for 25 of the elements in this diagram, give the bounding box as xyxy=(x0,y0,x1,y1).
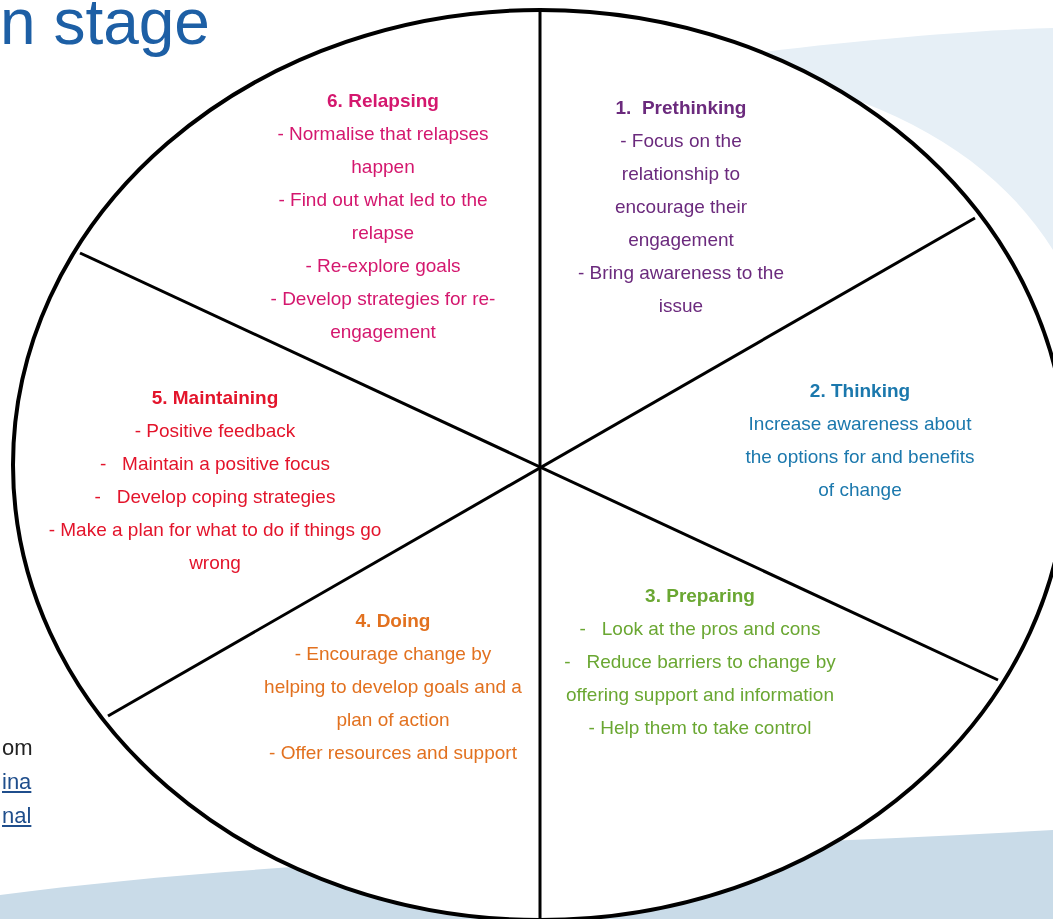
stage-point: - Bring awareness to the issue xyxy=(577,261,785,318)
stage-heading: 4. Doing xyxy=(355,609,431,633)
stage-point: - Develop coping strategies xyxy=(94,485,336,509)
stage-point: Increase awareness about the options for and benefits of change xyxy=(744,412,976,502)
stage-heading: 5. Maintaining xyxy=(151,386,279,410)
stage-point: - Develop strategies for re-engagement xyxy=(269,287,497,344)
stage-point: - Reduce barriers to change by offering support and information xyxy=(563,650,837,707)
text-fragment: om xyxy=(2,734,33,762)
stage-point: - Normalise that relapses happen xyxy=(276,122,490,179)
stage-point: - Encourage change by helping to develop goals and a plan of action xyxy=(263,642,523,732)
link-fragment: ina xyxy=(2,768,32,796)
stage-point: - Find out what led to the relapse xyxy=(277,188,489,245)
stage-heading: 1. Prethinking xyxy=(615,96,747,120)
stage-heading: 6. Relapsing xyxy=(327,89,439,113)
stage-point: - Make a plan for what to do if things go wrong xyxy=(47,518,383,575)
stage-point: - Focus on the relationship to encourage their engagement xyxy=(613,129,748,252)
stage-point: - Look at the pros and cons xyxy=(579,617,821,641)
stage-point: - Help them to take control xyxy=(588,716,812,740)
stage-heading: 3. Preparing xyxy=(645,584,755,608)
stage-point: - Positive feedback xyxy=(134,419,296,443)
stage-point: - Maintain a positive focus xyxy=(99,452,331,476)
stage-heading: 2. Thinking xyxy=(809,379,911,403)
stage-point: - Offer resources and support xyxy=(269,741,517,765)
link-fragment: nal xyxy=(2,802,32,830)
stage-point: - Re-explore goals xyxy=(305,254,461,278)
